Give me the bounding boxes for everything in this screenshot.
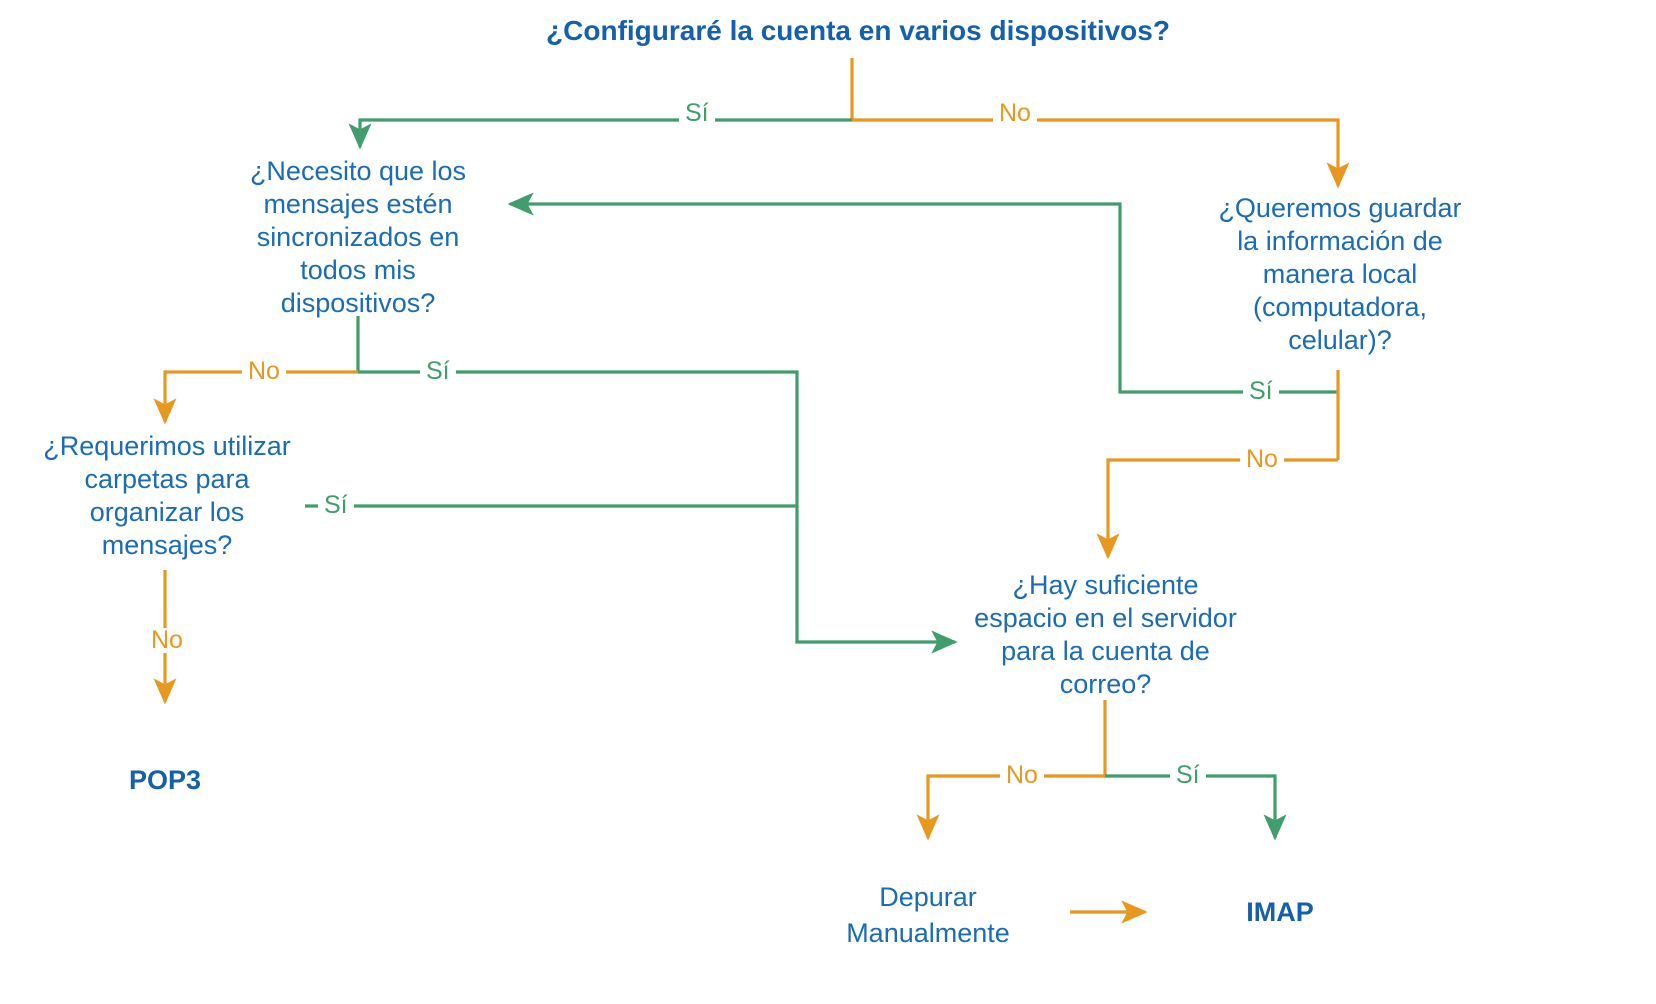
edge-label-local-yes: Sí [1243, 379, 1279, 404]
edge-local-no [1096, 458, 1338, 560]
edge-local-yes-feedback [507, 192, 1338, 394]
node-sync-question: ¿Necesito que los mensajes estén sincron… [249, 156, 467, 318]
edge-label-sync-no: No [242, 359, 286, 384]
terminal-depurar-manualmente: Depurar Manualmente [846, 882, 1010, 948]
edge-label-folders-yes: Sí [318, 493, 354, 518]
edge-label-local-no: No [1240, 447, 1284, 472]
node-folders-question: ¿Requerimos utilizar carpetas para organ… [43, 431, 291, 560]
edge-label-root-no: No [993, 101, 1037, 126]
node-server-space-question: ¿Hay suficiente espacio en el servidor p… [974, 570, 1237, 699]
edge-label-space-no: No [1000, 763, 1044, 788]
edge-root-no [852, 118, 1350, 189]
edge-label-root-yes: Sí [679, 101, 715, 126]
edge-sync-no [153, 370, 358, 425]
edge-root-yes [348, 118, 852, 150]
edge-space-yes [1105, 774, 1287, 841]
edge-label-sync-yes: Sí [420, 359, 456, 384]
terminal-imap: IMAP [1246, 897, 1314, 927]
page-title: ¿Configuraré la cuenta en varios disposi… [546, 15, 1170, 46]
edge-label-folders-no: No [145, 628, 189, 653]
edge-space-no [916, 774, 1105, 841]
edge-label-space-yes: Sí [1170, 763, 1206, 788]
terminal-pop3: POP3 [128, 765, 202, 795]
node-local-storage-question: ¿Queremos guardar la información de mane… [1218, 193, 1462, 355]
